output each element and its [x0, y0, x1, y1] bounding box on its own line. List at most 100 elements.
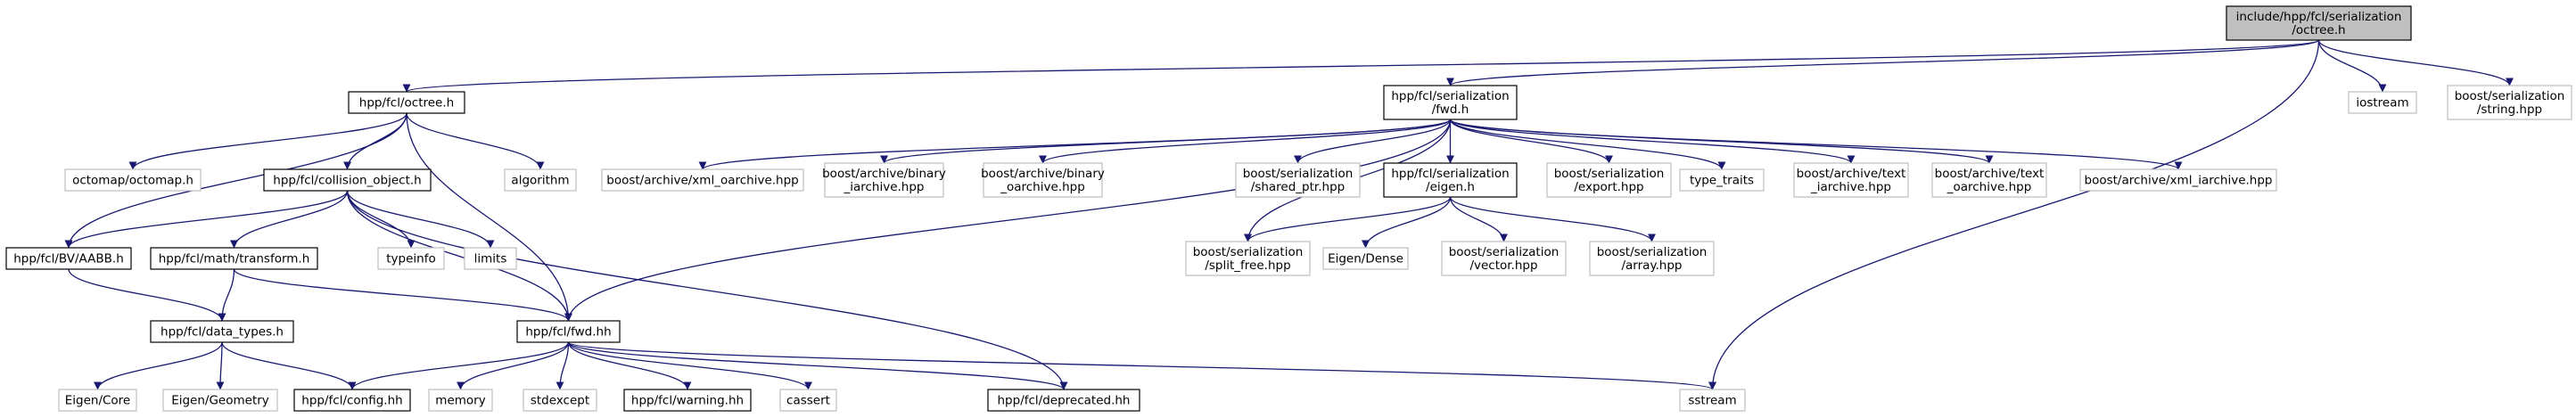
node-label-text-oarchive-line-2: _oarchive.hpp [1946, 180, 2032, 194]
edge-ser-fwd-to-shared-ptr [1294, 119, 1452, 164]
node-box-xml-iarchive [2079, 168, 2277, 192]
node-label-data-types-line-1: hpp/fcl/data_types.h [160, 325, 284, 340]
node-label-ser-fwd-line-1: hpp/fcl/serialization [1391, 89, 1509, 103]
node-label-eigen-geometry-line-1: Eigen/Geometry [171, 394, 269, 408]
node-box-ser-eigen [1383, 162, 1518, 198]
node-box-eigen-core [58, 389, 137, 412]
node-string-hpp: boost/serialization/string.hpp [2447, 85, 2572, 120]
node-export-hpp: boost/serialization/export.hpp [1546, 162, 1672, 198]
node-fcl-fwd[interactable]: hpp/fcl/fwd.hh [516, 320, 621, 343]
edge-transform-to-data-types [218, 268, 235, 322]
node-box-eigen-geometry [162, 389, 278, 412]
node-fcl-octree[interactable]: hpp/fcl/octree.h [348, 91, 465, 114]
edge-fcl-fwd-to-memory [457, 341, 570, 390]
node-label-iostream-line-1: iostream [2356, 96, 2408, 111]
node-eigen-core: Eigen/Core [58, 389, 137, 412]
node-label-warning-line-1: hpp/fcl/warning.hh [631, 394, 744, 408]
node-box-deprecated [987, 389, 1140, 412]
node-ser-fwd[interactable]: hpp/fcl/serialization/fwd.h [1383, 85, 1518, 120]
node-data-types[interactable]: hpp/fcl/data_types.h [150, 320, 294, 343]
node-box-fcl-fwd [516, 320, 621, 343]
node-label-root-line-1: include/hpp/fcl/serialization [2236, 10, 2402, 24]
edge-root-to-sstream [1708, 39, 2320, 390]
node-label-eigen-core-line-1: Eigen/Core [65, 394, 131, 408]
node-limits: limits [464, 247, 517, 270]
node-stdexcept: stdexcept [523, 389, 597, 412]
node-deprecated[interactable]: hpp/fcl/deprecated.hh [987, 389, 1140, 412]
edge-fcl-octree-to-octomap [128, 112, 407, 170]
edge-collision-object-to-limits [346, 190, 495, 249]
node-label-xml-oarchive-line-1: boost/archive/xml_oarchive.hpp [606, 174, 799, 188]
edge-ser-eigen-to-split-free [1244, 196, 1452, 242]
edge-ser-eigen-to-vector-hpp [1449, 196, 1508, 242]
node-label-array-hpp-line-2: /array.hpp [1621, 258, 1682, 273]
node-label-algorithm-line-1: algorithm [511, 174, 569, 188]
node-binary-oarchive: boost/archive/binary_oarchive.hpp [981, 162, 1105, 198]
node-text-iarchive: boost/archive/text_iarchive.hpp [1793, 162, 1909, 198]
node-label-binary-iarchive-line-2: _iarchive.hpp [843, 180, 924, 194]
edge-data-types-to-eigen-geometry [216, 341, 225, 390]
node-box-eigen-dense [1322, 247, 1409, 270]
node-label-aabb-line-1: hpp/fcl/BV/AABB.h [13, 252, 124, 266]
node-label-string-hpp-line-1: boost/serialization [2455, 89, 2565, 103]
node-label-string-hpp-line-2: /string.hpp [2477, 102, 2542, 117]
node-label-typeinfo-line-1: typeinfo [386, 252, 435, 266]
edge-collision-object-to-typeinfo [346, 190, 416, 249]
edge-root-to-fcl-octree [403, 39, 2320, 93]
edge-ser-fwd-to-xml-iarchive [1449, 119, 2183, 170]
node-text-oarchive: boost/archive/text_oarchive.hpp [1931, 162, 2047, 198]
edge-collision-object-to-deprecated [346, 190, 1068, 390]
node-box-stdexcept [523, 389, 597, 412]
node-warning[interactable]: hpp/fcl/warning.hh [623, 389, 752, 412]
node-box-collision-object [263, 168, 432, 192]
edge-fcl-fwd-to-stdexcept [556, 341, 570, 390]
node-eigen-geometry: Eigen/Geometry [162, 389, 278, 412]
node-box-text-oarchive [1931, 162, 2047, 198]
node-box-text-iarchive [1793, 162, 1909, 198]
node-box-sstream [1679, 389, 1746, 412]
edge-fcl-fwd-to-cassert [567, 341, 812, 390]
node-label-config-line-1: hpp/fcl/config.hh [301, 394, 402, 408]
edge-ser-fwd-to-text-iarchive [1449, 119, 1856, 164]
node-transform[interactable]: hpp/fcl/math/transform.h [150, 247, 318, 270]
node-label-shared-ptr-line-1: boost/serialization [1243, 167, 1354, 181]
node-label-split-free-line-1: boost/serialization [1193, 245, 1304, 259]
node-binary-iarchive: boost/archive/binary_iarchive.hpp [822, 162, 946, 198]
node-box-config [293, 389, 411, 412]
node-ser-eigen[interactable]: hpp/fcl/serialization/eigen.h [1383, 162, 1518, 198]
node-label-xml-iarchive-line-1: boost/archive/xml_iarchive.hpp [2085, 174, 2273, 188]
edge-aabb-to-data-types [68, 268, 226, 322]
edge-data-types-to-config [221, 341, 357, 390]
node-aabb[interactable]: hpp/fcl/BV/AABB.h [5, 247, 132, 270]
edge-collision-object-to-aabb [64, 190, 349, 249]
edge-ser-fwd-to-binary-oarchive [1039, 119, 1452, 164]
edge-collision-object-to-transform [230, 190, 349, 249]
edge-ser-fwd-to-export-hpp [1449, 119, 1613, 164]
node-box-array-hpp [1589, 241, 1715, 276]
node-label-collision-object-line-1: hpp/fcl/collision_object.h [273, 174, 421, 188]
node-label-vector-hpp-line-2: /vector.hpp [1469, 258, 1537, 273]
node-box-shared-ptr [1235, 162, 1361, 198]
node-label-limits-line-1: limits [474, 252, 507, 266]
node-label-export-hpp-line-1: boost/serialization [1554, 167, 1665, 181]
edge-ser-fwd-to-xml-oarchive [698, 119, 1452, 170]
edge-fcl-octree-to-collision-object [343, 112, 407, 170]
node-eigen-dense: Eigen/Dense [1322, 247, 1409, 270]
node-label-octomap-line-1: octomap/octomap.h [72, 174, 193, 188]
node-label-text-iarchive-line-1: boost/archive/text [1797, 167, 1906, 181]
node-config[interactable]: hpp/fcl/config.hh [293, 389, 411, 412]
edge-ser-eigen-to-eigen-dense [1362, 196, 1452, 249]
node-collision-object[interactable]: hpp/fcl/collision_object.h [263, 168, 432, 192]
node-root[interactable]: include/hpp/fcl/serialization/octree.h [2226, 5, 2412, 41]
node-box-data-types [150, 320, 294, 343]
node-label-eigen-dense-line-1: Eigen/Dense [1328, 252, 1403, 266]
node-label-binary-oarchive-line-1: boost/archive/binary [981, 167, 1105, 181]
node-box-type-traits [1679, 168, 1765, 192]
node-box-binary-iarchive [824, 162, 944, 198]
node-box-ser-fwd [1383, 85, 1518, 120]
dependency-edges [64, 39, 2514, 390]
edge-fcl-fwd-to-config [348, 341, 570, 390]
node-typeinfo: typeinfo [377, 247, 445, 270]
edge-root-to-ser-fwd [1446, 39, 2320, 86]
